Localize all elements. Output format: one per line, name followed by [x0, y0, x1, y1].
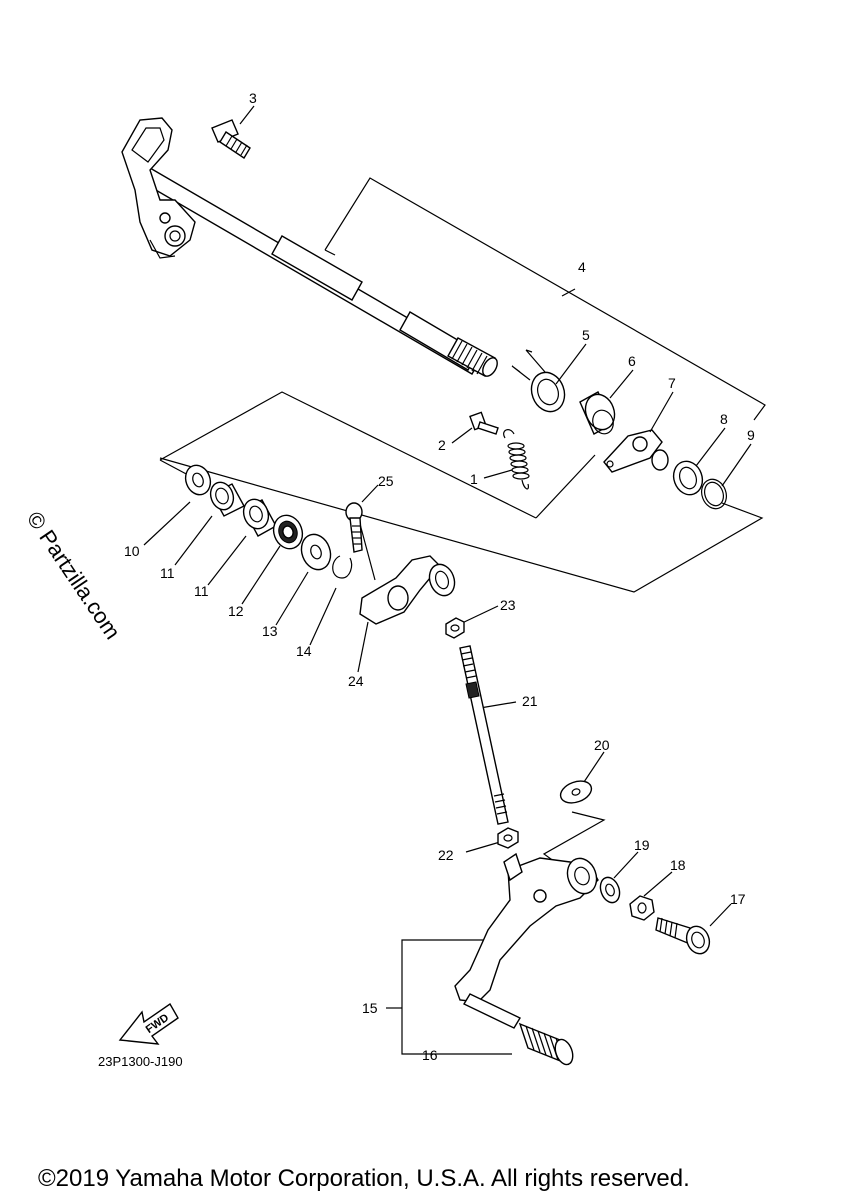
washer-part [672, 460, 704, 496]
callout-25: 25 [378, 473, 394, 489]
drawing-code: 23P1300-J190 [98, 1054, 183, 1069]
callout-5: 5 [582, 327, 590, 343]
washer-part-10 [184, 464, 212, 496]
shift-rod-part-21 [459, 645, 509, 825]
callout-12: 12 [228, 603, 244, 619]
stopper-lever-part [603, 429, 669, 473]
stopper-bolt-part [211, 119, 251, 159]
callout-11a: 11 [160, 565, 175, 581]
shift-arm-part-24 [359, 555, 456, 625]
callout-1: 1 [470, 471, 478, 487]
bearing-part-11a [209, 481, 245, 517]
callout-19: 19 [634, 837, 650, 853]
nut-part-22 [497, 827, 519, 849]
callout-22: 22 [438, 847, 454, 863]
callout-14: 14 [296, 643, 312, 659]
callout-23: 23 [500, 597, 516, 613]
callout-18: 18 [670, 857, 686, 873]
callout-10: 10 [124, 543, 140, 559]
callout-24: 24 [348, 673, 364, 689]
pedal-rubber-part-16 [518, 1022, 574, 1066]
leader-lines [143, 105, 766, 1055]
callout-15: 15 [362, 1000, 378, 1016]
watermark-text: © Partzilla.com [22, 507, 126, 644]
bolt-part-25 [345, 502, 363, 553]
shift-pedal-part-15 [454, 852, 599, 1029]
callout-17: 17 [730, 891, 746, 907]
collar-part [579, 391, 616, 435]
circlip-part [701, 478, 727, 510]
callout-2: 2 [438, 437, 446, 453]
callout-21: 21 [522, 693, 538, 709]
callout-4: 4 [578, 259, 586, 275]
fwd-arrow-icon: FWD [118, 1002, 179, 1045]
callout-13: 13 [262, 623, 278, 639]
callout-11b: 11 [194, 583, 209, 599]
torsion-spring-part [511, 349, 566, 413]
callout-20: 20 [594, 737, 610, 753]
callout-7: 7 [668, 375, 676, 391]
copyright-text: ©2019 Yamaha Motor Corporation, U.S.A. A… [38, 1165, 690, 1192]
callout-6: 6 [628, 353, 636, 369]
nut-part-18 [629, 895, 655, 921]
tension-spring-part [503, 429, 530, 490]
bolt-part-17 [655, 917, 711, 955]
oil-seal-part-12 [272, 514, 304, 550]
washer-part-20 [559, 780, 593, 804]
washer-part-13 [300, 533, 332, 571]
bolt-part-2 [469, 411, 499, 435]
callout-8: 8 [720, 411, 728, 427]
callout-3: 3 [249, 90, 257, 106]
callout-9: 9 [747, 427, 755, 443]
bearing-part-11b [242, 498, 277, 537]
circlip-part-14 [332, 555, 353, 579]
washer-part-19 [599, 876, 621, 904]
nut-part-23 [445, 617, 465, 639]
shift-shaft-part [121, 117, 498, 377]
callout-16: 16 [422, 1047, 438, 1063]
